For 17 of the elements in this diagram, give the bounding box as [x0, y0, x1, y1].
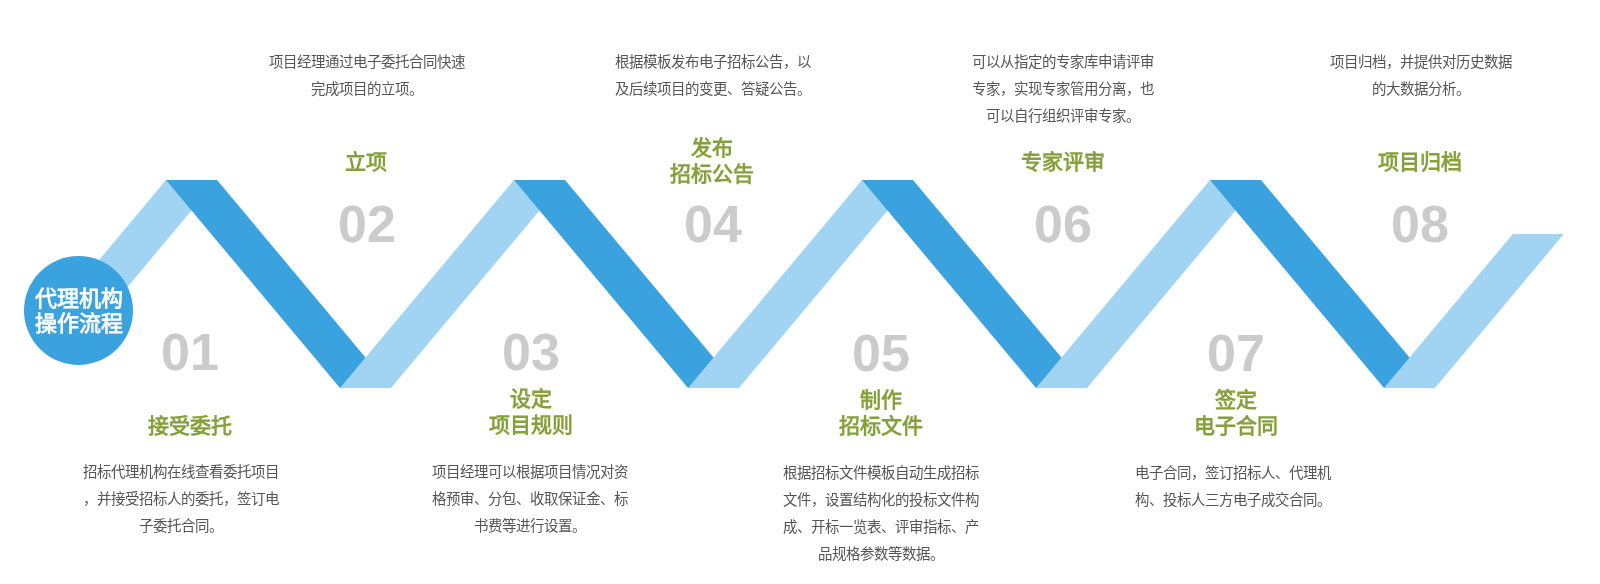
step-title: 制作招标文件: [839, 387, 923, 439]
step-title: 立项: [345, 149, 387, 175]
step-description: 根据模板发布电子招标公告，以及后续项目的变更、答疑公告。: [614, 52, 812, 99]
step-description: 项目归档，并提供对历史数据的大数据分析。: [1329, 52, 1513, 99]
step-title: 项目归档: [1378, 149, 1462, 175]
step-description: 项目经理可以根据项目情况对资格预审、分包、收取保证金、标书费等进行设置。: [431, 462, 629, 536]
step-title: 接受委托: [148, 413, 232, 439]
step-title: 签定电子合同: [1194, 387, 1278, 439]
step-description: 可以从指定的专家库申请评审专家，实现专家管用分离，也可以自行组织评审专家。: [971, 52, 1155, 126]
step-title: 专家评审: [1021, 149, 1105, 175]
step-title: 发布招标公告: [670, 135, 754, 187]
step-description: 招标代理机构在线查看委托项目，并接受招标人的委托，签订电子委托合同。: [82, 462, 280, 536]
step-description: 根据招标文件模板自动生成招标文件，设置结构化的投标文件构成、开标一览表、评审指标、产品规格参数等数据。: [782, 463, 980, 564]
step-description: 项目经理通过电子委托合同快速完成项目的立项。: [268, 52, 466, 99]
step-title: 设定项目规则: [489, 386, 573, 438]
title-circle: 代理机构操作流程: [24, 256, 133, 365]
step-description: 电子合同，签订招标人、代理机构、投标人三方电子成交合同。: [1134, 463, 1332, 510]
